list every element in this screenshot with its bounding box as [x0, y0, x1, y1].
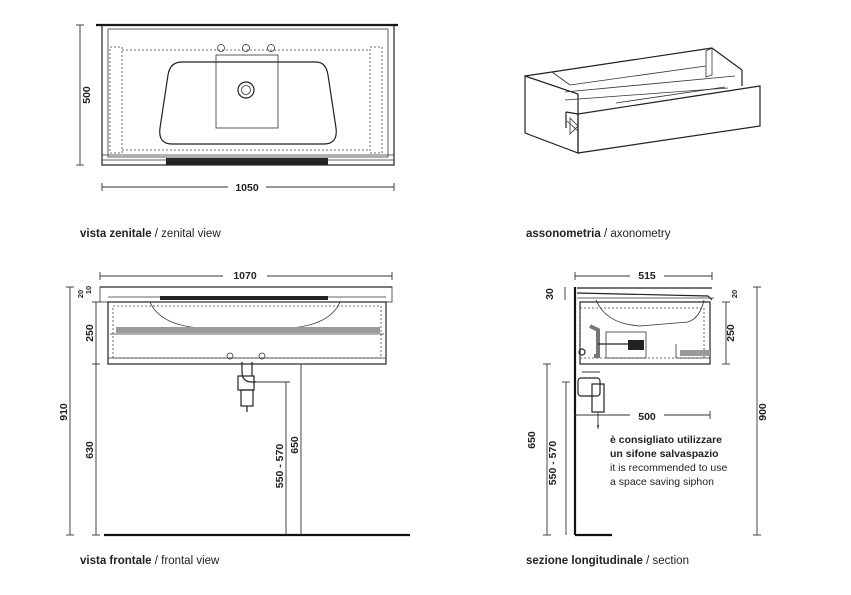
frontal-caption: vista frontale / frontal view — [80, 555, 220, 567]
siphon-note-en-line1: it is recommended to use — [610, 462, 727, 474]
section-dimensions: 515 30 20 250 900 500 650 550 - 570 — [526, 269, 769, 536]
frontal-top-20-label: 20 — [76, 290, 85, 298]
axonometry-caption-title: assonometria — [526, 228, 601, 240]
frontal-910-label: 910 — [58, 403, 70, 421]
zenital-depth-label: 500 — [81, 86, 93, 104]
section-250-label: 250 — [725, 324, 737, 342]
section-caption: sezione longitudinale / section — [526, 555, 689, 567]
siphon-note-it-line2: un sifone salvaspazio — [610, 448, 719, 460]
section-650-label: 650 — [526, 431, 538, 449]
section-view-drawing — [573, 287, 714, 537]
zenital-width-label: 1050 — [235, 182, 259, 194]
section-500-label: 500 — [638, 411, 656, 423]
frontal-view-drawing — [99, 286, 410, 537]
siphon-note-en-line2: a space saving siphon — [610, 476, 714, 488]
section-20-label: 20 — [730, 290, 739, 298]
zenital-caption: vista zenitale / zenital view — [80, 228, 221, 240]
axonometry-drawing — [524, 47, 761, 154]
axonometry-caption: assonometria / axonometry — [526, 228, 671, 240]
zenital-dimensions: 500 1050 — [76, 24, 395, 194]
section-caption-subtitle: / section — [646, 555, 689, 567]
frontal-width-label: 1070 — [233, 270, 257, 282]
frontal-630-label: 630 — [84, 441, 96, 459]
section-900-label: 900 — [757, 403, 769, 421]
section-caption-title: sezione longitudinale — [526, 555, 643, 567]
frontal-caption-subtitle: / frontal view — [155, 555, 220, 567]
zenital-caption-title: vista zenitale — [80, 228, 152, 240]
frontal-dimensions: 1070 20 10 250 910 630 550 - 570 650 — [58, 269, 393, 536]
axonometry-caption-subtitle: / axonometry — [604, 228, 671, 240]
section-30-label: 30 — [544, 288, 556, 300]
frontal-550-570-label: 550 - 570 — [274, 444, 286, 489]
frontal-650-label: 650 — [289, 436, 301, 454]
siphon-note: è consigliato utilizzare un sifone salva… — [610, 434, 727, 488]
frontal-250-label: 250 — [84, 324, 96, 342]
zenital-caption-subtitle: / zenital view — [155, 228, 222, 240]
section-width-label: 515 — [638, 270, 656, 282]
frontal-caption-title: vista frontale — [80, 555, 152, 567]
siphon-note-it-line1: è consigliato utilizzare — [610, 434, 722, 446]
zenital-view-drawing — [96, 23, 398, 166]
frontal-top-10-label: 10 — [84, 286, 93, 294]
section-550-570-label: 550 - 570 — [547, 441, 559, 486]
